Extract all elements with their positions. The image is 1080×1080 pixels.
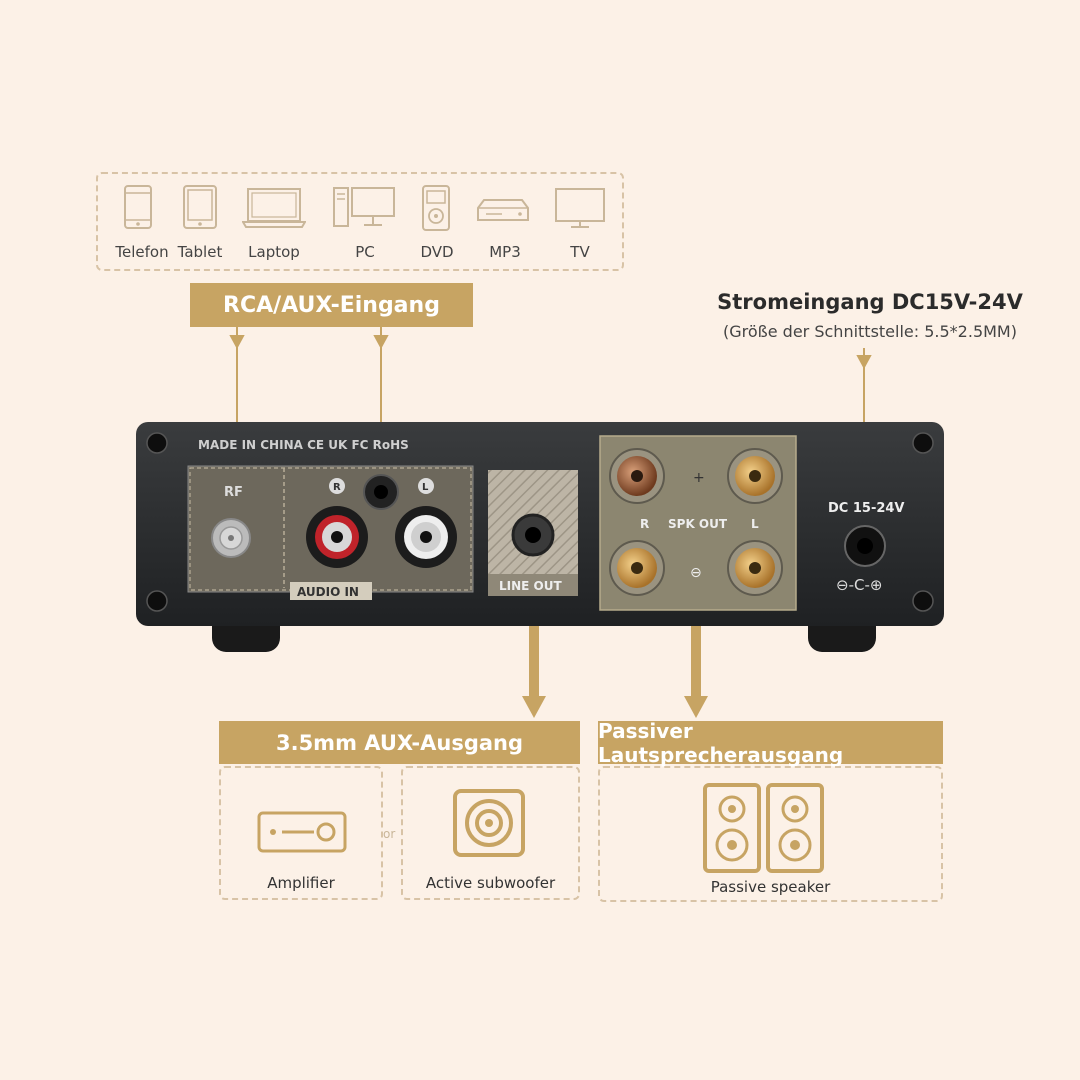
- svg-text:LINE OUT: LINE OUT: [499, 579, 562, 593]
- amplifier-box: [219, 766, 383, 900]
- passive-speaker-icon: [703, 783, 824, 873]
- svg-text:MADE IN CHINA CE UK FC RoHS: MADE IN CHINA CE UK FC RoHS: [198, 438, 409, 452]
- dvd-icon: [422, 185, 450, 231]
- svg-text:L: L: [751, 517, 759, 531]
- svg-text:L: L: [422, 482, 429, 493]
- device-label-mp3: MP3: [489, 243, 521, 261]
- device-label-laptop: Laptop: [248, 243, 300, 261]
- svg-text:⊖-C-⊕: ⊖-C-⊕: [836, 576, 882, 594]
- amplifier-label: Amplifier: [267, 874, 335, 892]
- svg-text:DC 15-24V: DC 15-24V: [828, 501, 905, 516]
- subwoofer-icon: [453, 789, 525, 857]
- power-input-subtitle: (Größe der Schnittstelle: 5.5*2.5MM): [723, 322, 1017, 341]
- or-label: or: [383, 827, 396, 841]
- power-input-title: Stromeingang DC15V-24V: [717, 290, 1023, 314]
- passive-speaker-label: Passive speaker: [710, 878, 831, 896]
- device-label-dvd: DVD: [420, 243, 454, 261]
- aux-output-banner: 3.5mm AUX-Ausgang: [219, 721, 580, 764]
- device-label-telefon: Telefon: [115, 243, 169, 261]
- device-label-tv: TV: [570, 243, 590, 261]
- passive-speaker-output-banner: Passiver Lautsprecherausgang: [598, 719, 943, 767]
- amplifier-icon: [257, 811, 347, 853]
- device-label-tablet: Tablet: [177, 243, 223, 261]
- laptop-icon: [242, 188, 306, 228]
- svg-text:AUDIO IN: AUDIO IN: [297, 585, 359, 599]
- svg-text:R: R: [333, 482, 341, 493]
- phone-icon: [124, 185, 152, 229]
- svg-text:SPK OUT: SPK OUT: [668, 517, 728, 531]
- tablet-icon: [183, 185, 217, 229]
- svg-text:⊖: ⊖: [690, 565, 702, 581]
- input-devices-box: [96, 172, 624, 271]
- mp3-icon: [477, 199, 529, 221]
- subwoofer-box: [401, 766, 580, 900]
- amplifier-rear-panel: MADE IN CHINA CE UK FC RoHS RF R L AUDIO…: [136, 422, 944, 652]
- passive-speaker-box: [598, 766, 943, 902]
- svg-text:R: R: [640, 517, 649, 531]
- rca-aux-input-banner: RCA/AUX-Eingang: [190, 283, 473, 327]
- device-label-pc: PC: [355, 243, 375, 261]
- pc-icon: [333, 187, 395, 227]
- tv-icon: [555, 188, 605, 228]
- svg-text:RF: RF: [224, 485, 243, 500]
- subwoofer-label: Active subwoofer: [425, 874, 556, 892]
- svg-text:+: +: [693, 470, 705, 486]
